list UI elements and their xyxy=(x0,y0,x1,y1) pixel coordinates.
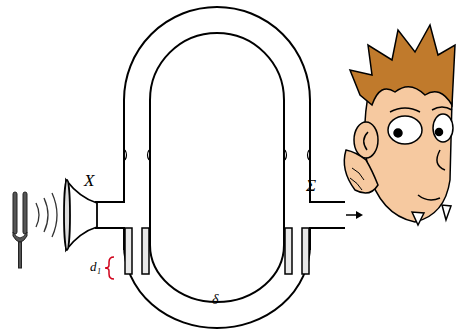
sliding-sleeve xyxy=(125,228,309,274)
output-arrow xyxy=(346,211,363,219)
point-label: δ xyxy=(212,293,219,307)
sound-waves xyxy=(36,193,57,237)
dimension-label: d₁ xyxy=(90,260,101,273)
horn xyxy=(64,180,97,250)
point-label: Χ xyxy=(84,172,94,189)
dimension-bracket xyxy=(105,257,114,279)
listener-head xyxy=(344,25,455,225)
tuning-fork xyxy=(13,192,27,268)
point-label: Σ xyxy=(306,177,316,194)
quincke-tube xyxy=(94,20,347,315)
